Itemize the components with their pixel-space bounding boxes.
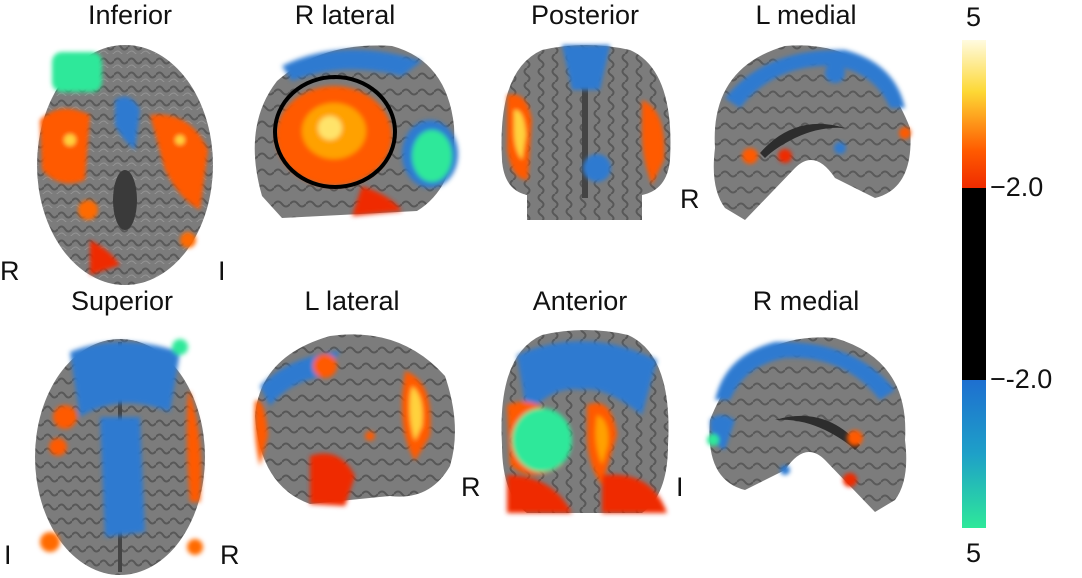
view-title-l-medial: L medial	[755, 0, 857, 30]
brain-r-medial-surface	[709, 337, 907, 512]
brain-view-anterior	[492, 325, 678, 515]
colorbar-label-neg-threshold: −-2.0	[990, 364, 1053, 394]
highlight-circle	[273, 75, 397, 189]
orientation-posterior-right: R	[680, 184, 700, 214]
view-title-r-medial: R medial	[752, 286, 860, 316]
colorbar	[962, 40, 994, 528]
colorbar-negative-segment	[962, 380, 986, 528]
view-title-l-lateral: L lateral	[304, 286, 400, 316]
colorbar-positive-segment	[962, 40, 986, 188]
colorbar-label-pos-threshold: −2.0	[990, 172, 1044, 202]
brain-view-inferior	[30, 40, 220, 285]
brain-view-posterior	[492, 40, 680, 222]
brain-view-r-lateral	[242, 36, 462, 222]
colorbar-label-max-bottom: 5	[966, 538, 982, 568]
orientation-anterior-right: I	[676, 472, 684, 502]
brain-view-l-lateral	[250, 326, 462, 512]
orientation-inferior-right: I	[218, 256, 226, 286]
brain-view-superior	[30, 332, 210, 577]
brain-l-medial-surface	[713, 45, 911, 220]
colorbar-subthreshold-segment	[962, 188, 986, 380]
colorbar-label-max-top: 5	[966, 2, 982, 32]
view-title-inferior: Inferior	[87, 0, 173, 30]
orientation-superior-right: R	[220, 540, 240, 570]
brain-view-r-medial	[705, 330, 915, 512]
orientation-superior-left: I	[4, 540, 12, 570]
view-title-anterior: Anterior	[532, 286, 628, 316]
view-title-r-lateral: R lateral	[294, 0, 396, 30]
view-title-posterior: Posterior	[530, 0, 640, 30]
brain-view-l-medial	[705, 38, 915, 220]
view-title-superior: Superior	[70, 286, 174, 316]
orientation-inferior-left: R	[0, 256, 20, 286]
orientation-l-lateral-right: R	[461, 472, 481, 502]
brain-inferior-surface	[37, 45, 213, 285]
